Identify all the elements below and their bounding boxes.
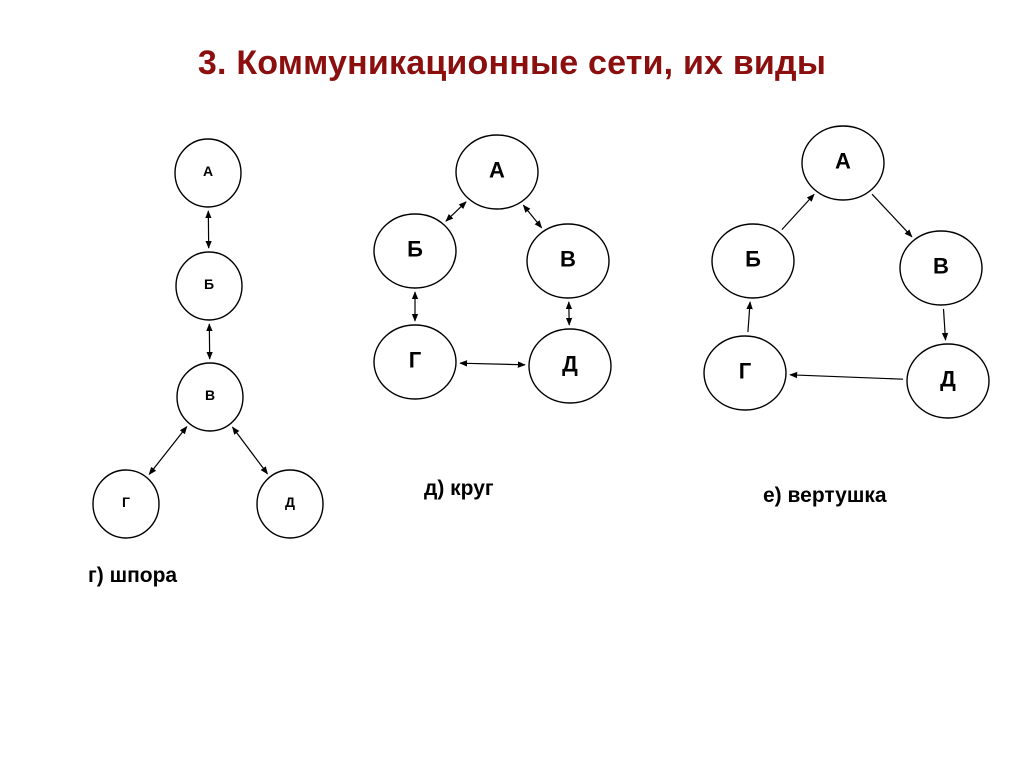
arrow-pinwheel-a-v	[871, 193, 913, 238]
node-label: Б	[745, 247, 761, 272]
node-circle-d: Д	[528, 328, 612, 404]
caption-circle: д) круг	[424, 477, 494, 500]
arrow-pinwheel-b-a	[781, 193, 815, 231]
network-spur: А Б В Г Д	[92, 138, 324, 539]
node-circle	[526, 223, 610, 299]
node-circle	[455, 134, 539, 210]
node-circle	[256, 469, 324, 539]
caption-pinwheel: е) вертушка	[763, 484, 887, 507]
node-circle-a: А	[455, 134, 539, 210]
node-label: Г	[122, 494, 130, 510]
node-label: А	[489, 158, 505, 183]
node-circle	[373, 213, 457, 289]
node-label: Б	[204, 276, 214, 292]
arrow-spur-v-g	[148, 425, 188, 476]
node-spur-v: В	[176, 362, 244, 432]
node-circle	[92, 469, 160, 539]
node-label: А	[203, 163, 213, 179]
node-circle	[703, 335, 787, 411]
arrow-circle-a-b	[445, 201, 467, 222]
node-pinwheel-d: Д	[906, 343, 990, 419]
node-pinwheel-b: Б	[711, 223, 795, 299]
node-circle-v: В	[526, 223, 610, 299]
node-spur-a: А	[174, 138, 242, 208]
node-circle	[899, 230, 983, 306]
node-pinwheel-a: А	[801, 125, 885, 201]
node-circle-g: Г	[373, 324, 457, 400]
arrow-pinwheel-g-b	[746, 301, 753, 333]
node-circle-b: Б	[373, 213, 457, 289]
node-label: А	[835, 149, 851, 174]
node-label: Д	[285, 494, 295, 510]
node-label: Д	[562, 352, 578, 377]
arrow-circle-a-v	[522, 204, 543, 229]
node-spur-g: Г	[92, 469, 160, 539]
arrow-pinwheel-d-g	[789, 371, 904, 380]
arrow-pinwheel-v-d	[941, 308, 949, 341]
node-label: Г	[409, 348, 422, 373]
slide-title: 3. Коммуникационные сети, их виды	[197, 44, 827, 82]
node-circle	[906, 343, 990, 419]
node-label: Г	[739, 359, 752, 384]
network-circle: А Б В Г Д	[373, 134, 612, 404]
node-label: Д	[940, 367, 956, 392]
node-circle	[373, 324, 457, 400]
node-circle	[175, 251, 243, 321]
node-label: В	[205, 387, 215, 403]
network-pinwheel: А Б В Г Д	[703, 125, 990, 419]
node-label: В	[933, 254, 949, 279]
arrow-circle-g-d	[459, 360, 526, 368]
node-spur-d: Д	[256, 469, 324, 539]
node-label: Б	[407, 237, 423, 262]
node-pinwheel-g: Г	[703, 335, 787, 411]
caption-spur: г) шпора	[88, 564, 178, 587]
node-circle	[174, 138, 242, 208]
arrow-spur-v-d	[232, 426, 268, 475]
node-circle	[176, 362, 244, 432]
node-circle	[711, 223, 795, 299]
node-label: В	[560, 247, 576, 272]
node-pinwheel-v: В	[899, 230, 983, 306]
node-circle	[528, 328, 612, 404]
node-circle	[801, 125, 885, 201]
node-spur-b: Б	[175, 251, 243, 321]
